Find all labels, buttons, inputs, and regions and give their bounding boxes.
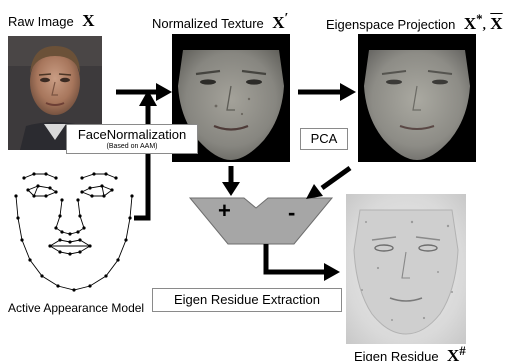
raw-image-symbol: X — [82, 11, 94, 30]
eigenspace-symbol-bar: X — [490, 14, 502, 33]
normalized-texture-prime: ′ — [285, 11, 289, 26]
eigen-residue-image — [346, 194, 466, 344]
eigen-residue-label: Eigen Residue X# — [354, 344, 466, 361]
aam-landmark-mesh — [16, 174, 132, 290]
eigen-residue-symbol: X — [447, 346, 459, 361]
residue-extraction-box: Eigen Residue Extraction — [152, 288, 342, 312]
subtractor-plus: + — [218, 200, 231, 222]
eigenspace-symbol-star: X — [464, 14, 476, 33]
face-normalization-title: FaceNormalization — [67, 127, 197, 142]
residue-extraction-label: Eigen Residue Extraction — [174, 292, 320, 307]
normalized-texture-caption: Normalized Texture — [152, 16, 264, 31]
eigenspace-projection-caption: Eigenspace Projection — [326, 17, 455, 32]
face-normalization-box: FaceNormalization (Based on AAM) — [66, 124, 198, 154]
subtractor-block — [190, 198, 332, 244]
eigenspace-projection-label: Eigenspace Projection X*, X — [326, 12, 503, 33]
eigen-residue-caption: Eigen Residue — [354, 349, 439, 361]
raw-image-caption: Raw Image — [8, 14, 74, 29]
raw-image-label: Raw Image X — [8, 12, 94, 30]
pca-box: PCA — [300, 128, 348, 150]
eigenspace-projection-image — [358, 34, 476, 162]
eigen-residue-sharp: # — [459, 343, 466, 358]
aam-label: Active Appearance Model — [8, 302, 144, 314]
subtractor-minus: - — [288, 202, 295, 224]
normalized-texture-symbol: X — [272, 13, 284, 32]
eigenspace-separator: , — [483, 17, 486, 32]
pca-label: PCA — [311, 131, 338, 146]
normalized-texture-label: Normalized Texture X′ — [152, 12, 288, 32]
aam-landmark-points — [14, 172, 133, 291]
face-normalization-subtitle: (Based on AAM) — [67, 142, 197, 151]
